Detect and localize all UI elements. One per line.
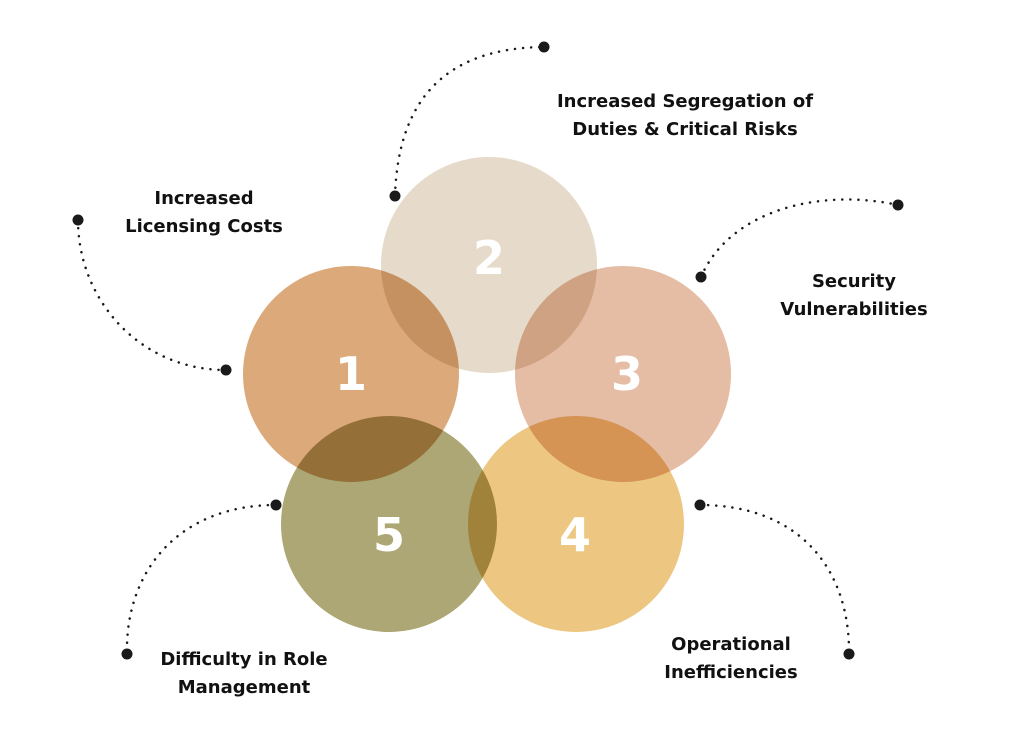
label-1: Increased Licensing Costs <box>104 185 304 241</box>
label-3-line-1: Security <box>811 271 897 292</box>
label-1-line-2: Licensing Costs <box>125 216 283 237</box>
connector-dots <box>72 41 904 660</box>
label-4-line-2: Inefficiencies <box>664 662 798 683</box>
circle-4 <box>468 416 684 632</box>
connector-5 <box>125 503 278 656</box>
label-5-line-1: Difficulty in Role <box>160 649 328 670</box>
circle-2-number: 2 <box>473 231 505 285</box>
circle-4-number: 4 <box>559 508 591 562</box>
connector-4-end-dot <box>843 648 855 660</box>
connector-1-start-dot <box>220 364 232 376</box>
circle-numbers: 1 2 3 4 5 <box>335 231 643 562</box>
label-4: Operational Inefficiencies <box>640 631 822 687</box>
connector-5-end-dot <box>121 648 133 660</box>
circle-3-number: 3 <box>611 347 643 401</box>
connector-3-start-dot <box>695 271 707 283</box>
connector-5-start-dot <box>270 499 282 511</box>
connector-2-start-dot <box>389 190 401 202</box>
label-5: Difficulty in Role Management <box>134 646 354 702</box>
label-2-line-2: Duties & Critical Risks <box>572 119 798 140</box>
label-4-line-1: Operational <box>671 634 791 655</box>
connector-3-end-dot <box>892 199 904 211</box>
connectors <box>76 45 900 656</box>
label-1-line-1: Increased <box>154 188 254 209</box>
connector-1 <box>76 218 228 372</box>
circles <box>243 157 731 632</box>
connector-2-end-dot <box>538 41 550 53</box>
circle-5-number: 5 <box>373 508 405 562</box>
connector-4-start-dot <box>694 499 706 511</box>
connector-1-end-dot <box>72 214 84 226</box>
circle-1-number: 1 <box>335 347 367 401</box>
connector-3 <box>699 198 900 279</box>
label-3: Security Vulnerabilities <box>768 268 940 324</box>
label-2-line-1: Increased Segregation of <box>556 91 814 112</box>
label-2: Increased Segregation of Duties & Critic… <box>533 88 837 144</box>
label-5-line-2: Management <box>177 677 311 698</box>
circle-5 <box>281 416 497 632</box>
label-3-line-2: Vulnerabilities <box>780 299 928 320</box>
